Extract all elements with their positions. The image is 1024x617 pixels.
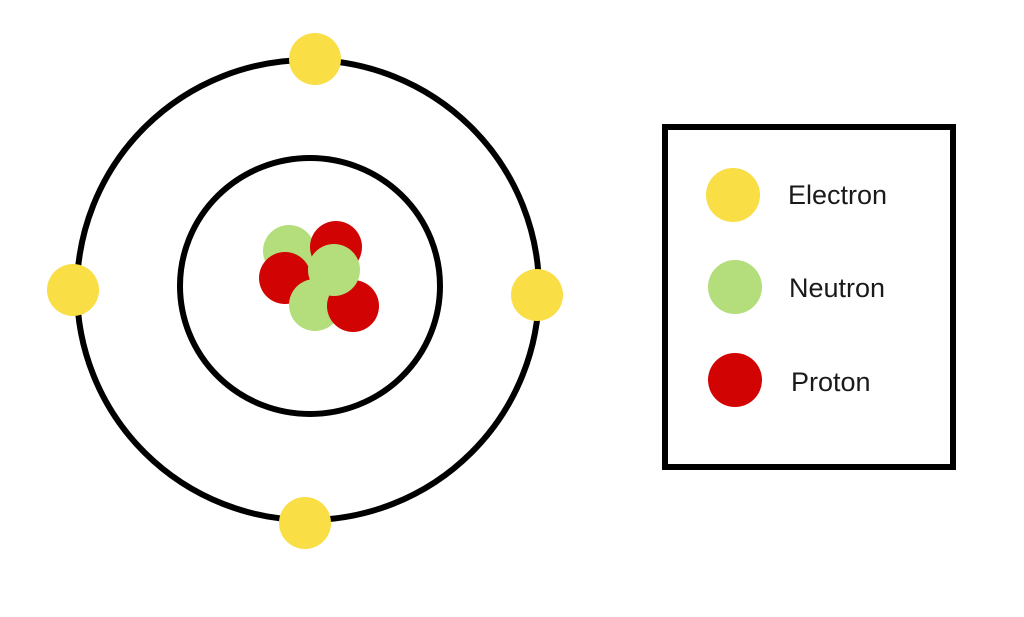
legend-proton-label: Proton <box>791 367 871 397</box>
electron-top <box>289 33 341 85</box>
legend-proton-swatch <box>708 353 762 407</box>
electrons <box>47 33 563 549</box>
inner-orbit <box>177 155 443 417</box>
legend-electron-label: Electron <box>788 180 887 210</box>
electron-right <box>511 269 563 321</box>
legend: Electron Neutron Proton <box>662 124 956 470</box>
neutron-particle <box>308 244 360 296</box>
legend-neutron-label: Neutron <box>789 273 885 303</box>
electron-left <box>47 264 99 316</box>
nucleus <box>259 221 379 332</box>
legend-neutron-swatch <box>708 260 762 314</box>
electron-bottom <box>279 497 331 549</box>
legend-electron-swatch <box>706 168 760 222</box>
